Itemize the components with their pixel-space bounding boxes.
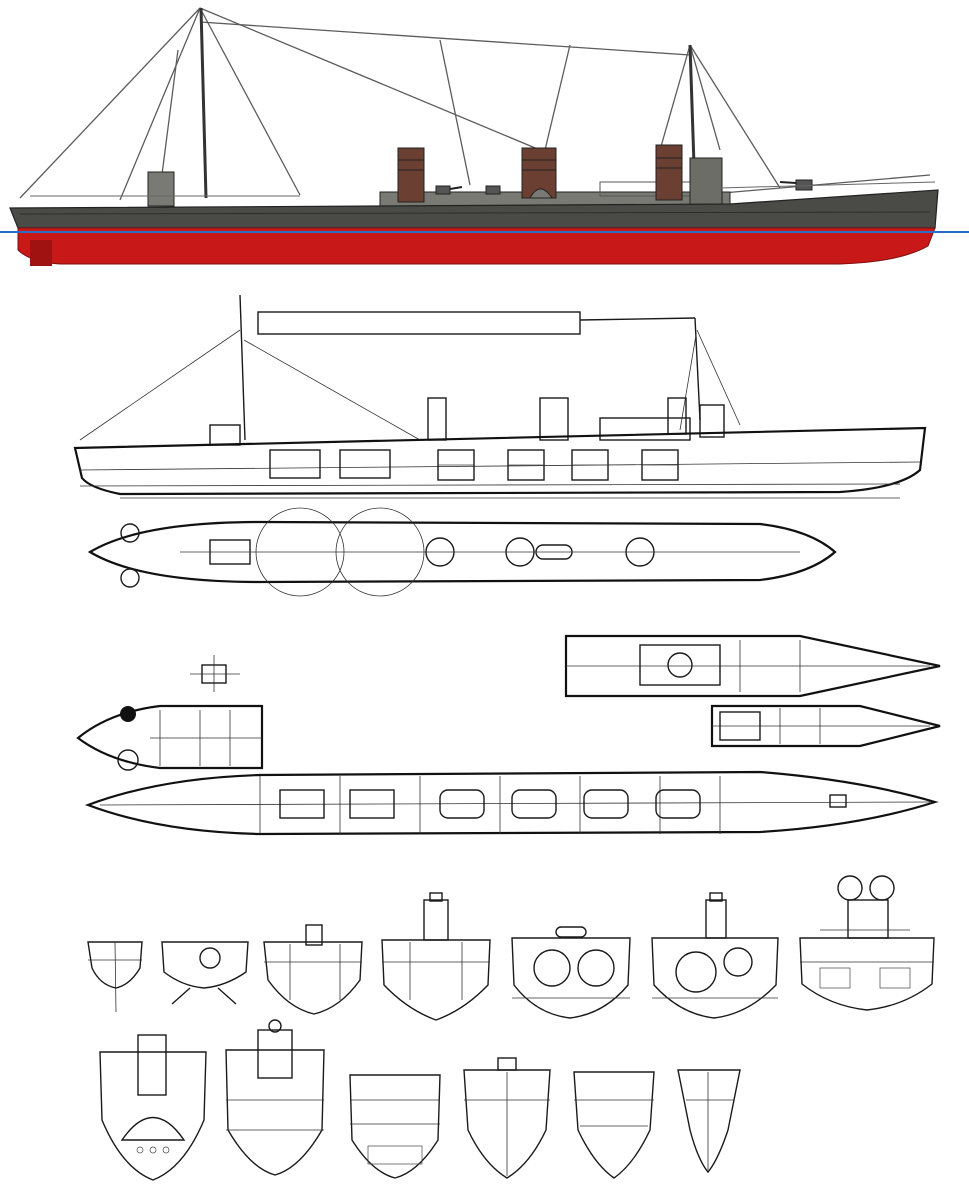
cross-section-4 xyxy=(381,892,491,1021)
funnels xyxy=(397,144,683,203)
upper-deck-plan-drawing xyxy=(87,507,837,597)
fore-deck-plan-left xyxy=(76,704,264,771)
cross-section-10 xyxy=(349,1074,441,1179)
rigging-lines xyxy=(19,7,931,201)
cross-section-12 xyxy=(573,1071,655,1179)
mainmast xyxy=(688,44,696,166)
cross-section-1 xyxy=(87,941,143,1013)
cross-section-6 xyxy=(651,892,779,1019)
cross-section-3 xyxy=(263,924,363,1015)
hull-cross-sections xyxy=(87,875,935,1181)
color-side-profile xyxy=(0,7,969,266)
hull-lower xyxy=(17,227,936,265)
cross-section-8 xyxy=(99,1034,207,1181)
cross-section-9 xyxy=(225,1019,325,1176)
cross-section-2 xyxy=(161,941,249,1005)
cross-section-13 xyxy=(677,1069,741,1174)
boiler-outlines xyxy=(437,449,679,481)
cross-section-7 xyxy=(799,875,935,1011)
engine-room-outlines xyxy=(269,449,391,479)
aft-deck-plans-right xyxy=(564,634,941,748)
small-detail-drawing xyxy=(190,655,240,692)
foremast xyxy=(199,7,208,199)
hold-plan-drawing xyxy=(84,770,939,836)
line-profile-drawing xyxy=(73,294,927,499)
cross-section-5 xyxy=(511,926,631,1019)
bridge-house xyxy=(147,171,175,207)
cross-section-11 xyxy=(463,1057,551,1179)
